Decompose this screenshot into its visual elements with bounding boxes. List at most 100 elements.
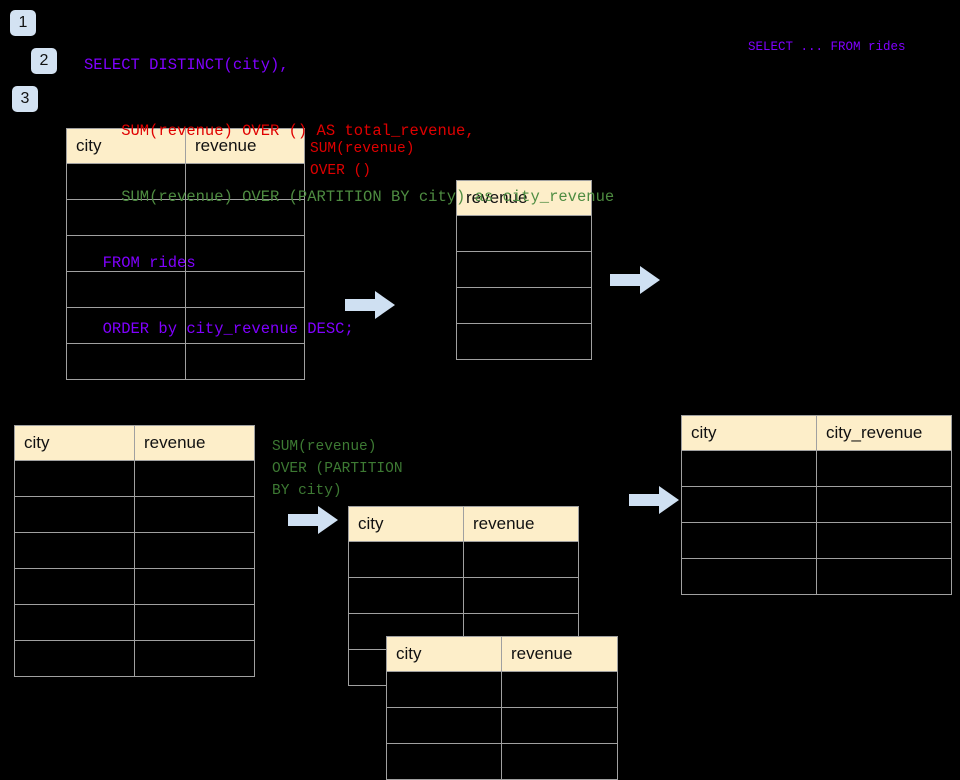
source-table-top: city revenue [66, 128, 305, 380]
table-row[interactable] [14, 640, 255, 677]
cell-revenue[interactable] [463, 541, 579, 578]
column-header-city-revenue: city_revenue [816, 415, 952, 451]
cell-revenue[interactable] [185, 235, 305, 272]
cell-city[interactable] [348, 541, 464, 578]
table-row[interactable] [66, 343, 305, 380]
cell-city[interactable] [386, 707, 502, 744]
cell-city[interactable] [66, 163, 186, 200]
table-row[interactable] [386, 671, 618, 708]
cell-revenue[interactable] [134, 460, 255, 497]
arrow-2-icon [610, 266, 660, 299]
table-row[interactable] [456, 323, 592, 360]
cell-revenue[interactable] [134, 532, 255, 569]
table-header-row: city revenue [14, 425, 255, 461]
table-row[interactable] [681, 486, 952, 523]
sql-line-order-by: ORDER by city_revenue DESC; [84, 320, 354, 338]
arrow-3-icon [288, 506, 338, 539]
sql-line-from: FROM rides [84, 254, 196, 272]
cell-city-revenue[interactable] [816, 450, 952, 487]
cell-city[interactable] [14, 604, 135, 641]
cell-city-revenue[interactable] [816, 486, 952, 523]
cell-city[interactable] [386, 743, 502, 780]
cell-city[interactable] [66, 307, 186, 344]
cell-city[interactable] [14, 568, 135, 605]
cell-city-revenue[interactable] [816, 522, 952, 559]
table-row[interactable] [66, 163, 305, 200]
total-revenue-table: revenue [456, 180, 592, 360]
column-header-revenue: revenue [456, 180, 592, 216]
cell-revenue[interactable] [185, 163, 305, 200]
table-row[interactable] [66, 199, 305, 236]
cell-revenue[interactable] [501, 743, 618, 780]
table-row[interactable] [386, 743, 618, 780]
cell-revenue[interactable] [501, 671, 618, 708]
result-table: city city_revenue [681, 415, 952, 595]
source-table-bottom: city revenue [14, 425, 255, 677]
table-row[interactable] [14, 532, 255, 569]
annotation-sum-over-empty: SUM(revenue) OVER () [310, 141, 415, 179]
cell-city[interactable] [14, 460, 135, 497]
column-header-revenue: revenue [501, 636, 618, 672]
arrow-4-icon [629, 486, 679, 519]
cell-city[interactable] [681, 558, 817, 595]
column-header-city: city [348, 506, 464, 542]
cell-city-revenue[interactable] [816, 558, 952, 595]
table-row[interactable] [66, 307, 305, 344]
table-row[interactable] [66, 271, 305, 308]
cell-revenue[interactable] [185, 343, 305, 380]
sql-line-select: SELECT DISTINCT(city), [84, 56, 289, 74]
cell-city[interactable] [348, 577, 464, 614]
table-row[interactable] [681, 522, 952, 559]
cell-city[interactable] [66, 271, 186, 308]
table-row[interactable] [14, 496, 255, 533]
sql-line-total-revenue: SUM(revenue) OVER () AS total_revenue, [84, 122, 475, 140]
step-badge-2[interactable]: 2 [31, 48, 57, 74]
table-row[interactable] [456, 215, 592, 252]
cell-revenue[interactable] [456, 251, 592, 288]
cell-revenue[interactable] [185, 271, 305, 308]
side-note-select-from-rides: SELECT ... FROM rides [748, 40, 906, 54]
cell-revenue[interactable] [134, 496, 255, 533]
cell-revenue[interactable] [456, 287, 592, 324]
cell-city[interactable] [66, 235, 186, 272]
cell-city[interactable] [66, 343, 186, 380]
cell-city[interactable] [681, 486, 817, 523]
table-row[interactable] [456, 287, 592, 324]
annotation-sum-over-partition: SUM(revenue) OVER (PARTITION BY city) [272, 439, 403, 499]
cell-city[interactable] [386, 671, 502, 708]
table-row[interactable] [348, 577, 579, 614]
cell-city[interactable] [66, 199, 186, 236]
column-header-revenue: revenue [463, 506, 579, 542]
cell-city[interactable] [681, 522, 817, 559]
cell-revenue[interactable] [134, 640, 255, 677]
column-header-city: city [386, 636, 502, 672]
cell-revenue[interactable] [463, 577, 579, 614]
table-header-row: city city_revenue [681, 415, 952, 451]
cell-revenue[interactable] [134, 604, 255, 641]
cell-revenue[interactable] [456, 215, 592, 252]
table-header-row: revenue [456, 180, 592, 216]
table-row[interactable] [456, 251, 592, 288]
cell-city[interactable] [681, 450, 817, 487]
cell-revenue[interactable] [501, 707, 618, 744]
table-row[interactable] [14, 460, 255, 497]
table-row[interactable] [681, 558, 952, 595]
cell-city[interactable] [14, 496, 135, 533]
table-row[interactable] [348, 541, 579, 578]
cell-city[interactable] [14, 532, 135, 569]
step-badge-3[interactable]: 3 [12, 86, 38, 112]
column-header-city: city [14, 425, 135, 461]
table-header-row: city revenue [386, 636, 618, 672]
step-badge-1[interactable]: 1 [10, 10, 36, 36]
table-row[interactable] [66, 235, 305, 272]
table-row[interactable] [681, 450, 952, 487]
cell-revenue[interactable] [456, 323, 592, 360]
cell-revenue[interactable] [134, 568, 255, 605]
table-row[interactable] [14, 568, 255, 605]
cell-city[interactable] [14, 640, 135, 677]
cell-revenue[interactable] [185, 199, 305, 236]
column-header-revenue: revenue [185, 128, 305, 164]
table-row[interactable] [386, 707, 618, 744]
table-row[interactable] [14, 604, 255, 641]
cell-revenue[interactable] [185, 307, 305, 344]
